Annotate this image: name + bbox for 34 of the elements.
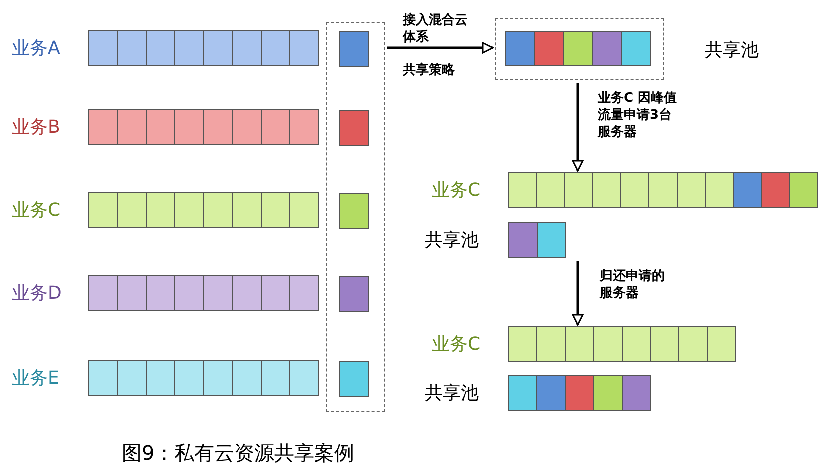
- dashed-box: [495, 18, 664, 80]
- bar-label: 共享池: [705, 39, 759, 62]
- resource-bar: [88, 192, 318, 228]
- edge-label: 接入混合云体系: [403, 12, 469, 46]
- bar-label: 业务B: [12, 116, 60, 139]
- edge-label: 归还申请的服务器: [600, 268, 666, 302]
- resource-block: [339, 193, 369, 229]
- resource-bar: [508, 375, 650, 411]
- resource-block: [339, 110, 369, 146]
- caption: 图9：私有云资源共享案例: [122, 440, 355, 467]
- bar-label: 业务D: [12, 282, 62, 305]
- bar-label: 业务C: [432, 333, 481, 356]
- resource-bar: [88, 360, 318, 396]
- resource-block: [339, 361, 369, 397]
- bar-label: 业务A: [12, 37, 60, 60]
- dashed-box: [326, 22, 385, 412]
- edge-label: 业务C 因峰值流量申请3台服务器: [598, 90, 678, 141]
- resource-block: [339, 31, 369, 67]
- resource-bar: [508, 326, 735, 362]
- arrow: [572, 261, 584, 326]
- bar-label: 业务E: [12, 367, 60, 390]
- bar-label: 业务C: [12, 199, 61, 222]
- arrow: [387, 42, 494, 54]
- resource-bar: [508, 172, 817, 208]
- bar-label: 业务C: [432, 179, 481, 202]
- arrow: [572, 83, 584, 172]
- resource-bar: [88, 275, 318, 311]
- bar-label: 共享池: [425, 382, 479, 405]
- resource-bar: [508, 222, 565, 258]
- bar-label: 共享池: [425, 229, 479, 252]
- resource-bar: [88, 109, 318, 145]
- resource-block: [339, 276, 369, 312]
- arrow-label: 共享策略: [403, 62, 455, 79]
- resource-bar: [88, 30, 318, 66]
